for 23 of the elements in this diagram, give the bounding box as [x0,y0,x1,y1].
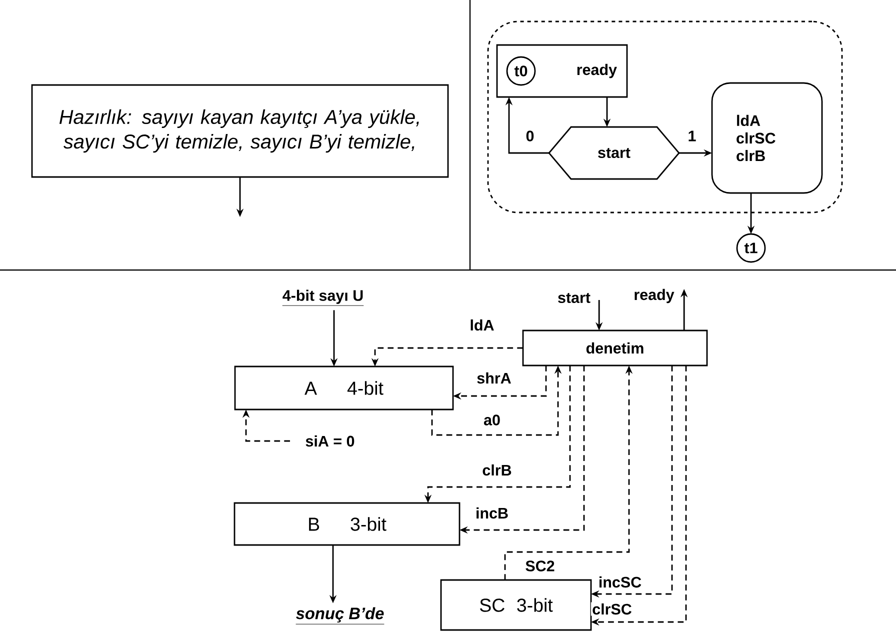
signal-label: start [558,292,590,304]
edge-label: clrSC [590,602,634,616]
register-box: B 3-bit [234,502,460,546]
edge-label: ldA [468,318,496,332]
edge-label: siA = 0 [304,434,356,448]
action-box: ldA clrSC clrB [711,82,823,194]
output-label: sonuç B’de [296,607,384,624]
register-box: SC 3-bit [440,579,592,631]
edge-label: 0 [524,129,536,143]
edge-label: SC2 [524,559,556,573]
state-region [487,20,843,214]
edge-label: clrB [481,463,513,477]
edge-label: incB [474,506,510,520]
edge-label: a0 [482,413,502,427]
edge-label: incSC [597,575,643,589]
register-box: A 4-bit [234,366,454,410]
step-box: Hazırlık: sayıyı kayan kayıtçı A’ya yükle, sayıcı SC’yi temizle, sayıcı B’yi temizle, [31,84,449,178]
edge-label: 1 [686,130,698,142]
signal-label: ready [634,288,674,304]
control-box: denetim [522,330,708,366]
decision-hexagon: start [548,126,680,180]
edge-label: shrA [476,371,513,385]
input-label: 4-bit sayı U [282,290,364,306]
